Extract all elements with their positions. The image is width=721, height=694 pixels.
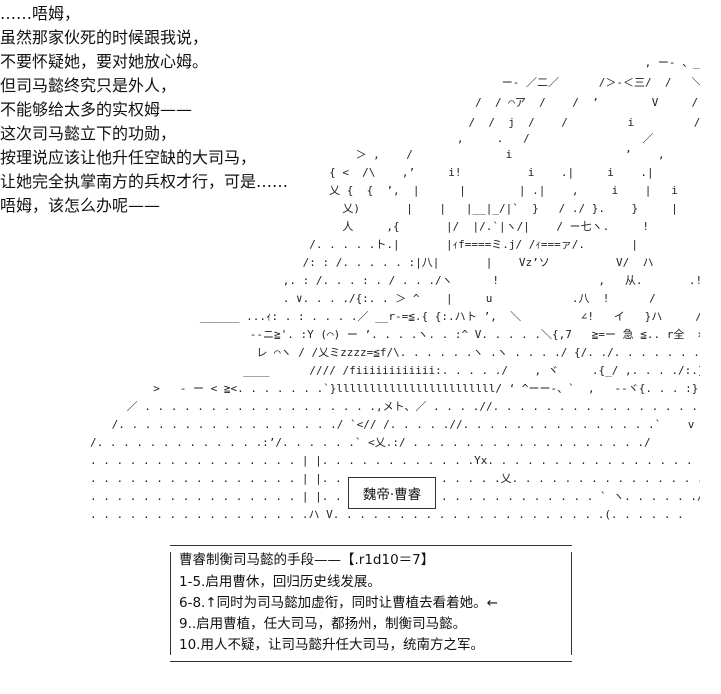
ascii-art-line: / ヘ , (370, 36, 700, 49)
dialogue-line: 不能够给太多的实权姆—— (0, 100, 193, 119)
ascii-art-line: / / j / / i / \ (250, 116, 700, 129)
dialogue-line: 不要怀疑她，要对她放心姆。 (0, 52, 209, 71)
ascii-art-line: ー- ／二／ /＞-＜三/ / ＼ (270, 76, 700, 89)
ascii-art-line: 乂) | | |__|_/|` } / ./ }. } | (190, 202, 678, 215)
ascii-art-line: /. . . . . . . . . . . . . . . . ./ `<//… (105, 418, 700, 431)
ascii-art-line: , ー- 、_ / ーー} } (340, 56, 700, 69)
ascii-art-line: . . . . . . . . . . . . . . . . | |. . .… (90, 454, 700, 467)
ascii-art-line: , . / ／ \ (245, 132, 700, 145)
menu-option-3: 9..启用曹植，任大司马，都扬州，制衡司马懿。 (179, 616, 467, 632)
ascii-art-illustration: / ヘ , , ー- 、_ / ーー} } ー- ／二／ /＞-＜三/ / ＼ … (90, 36, 700, 521)
dialogue-block: ……唔姆， 虽然那家伙死的时候跟我说， 不要怀疑她，要对她放心姆。 但司马懿终究… (0, 0, 721, 320)
speaker-caption: 魏帝·曹睿 (348, 477, 436, 509)
ascii-art-line: { < /\ ,’ i! i .| i .| (190, 166, 654, 179)
ascii-art-line: ______ ...ｨ: . : . . . .／ __r-=≦.{ {:.ハト… (160, 310, 700, 323)
dialogue-line: 按理说应该让他升任空缺的大司马， (0, 148, 257, 167)
choice-menu: 曹睿制衡司马懿的手段——【.r1d10＝7】 1-5.启用曹休，回归历史线发展。… (170, 545, 572, 662)
ascii-art-line: 人 ,{ |/ |/.`|ヽ/| / ー七ヽ. ! (190, 220, 656, 233)
ascii-art-line: /. . . . .ト.| |ｨf====ミ.j/ /ｨ===ァ/. | (190, 238, 638, 251)
menu-option-4: 10.用人不疑，让司马懿升任大司马，统南方之军。 (179, 637, 484, 653)
dialogue-line: 唔姆，该怎么办呢—— (0, 196, 161, 215)
dialogue-line: 虽然那家伙死的时候跟我说， (0, 28, 209, 47)
menu-left-border (170, 552, 171, 655)
ascii-art-line: ＞ , / i ’ , (190, 148, 665, 161)
dialogue-line: 让她完全执掌南方的兵权才行，可是…… (0, 172, 289, 191)
dialogue-line: ……唔姆， (0, 4, 81, 23)
menu-option-1: 1-5.启用曹休，回归历史线发展。 (179, 574, 381, 590)
ascii-art-line: ／ . . . . . . . . . . . . . . . . . .,メト… (120, 400, 700, 413)
ascii-art-line: / / ⌒ア / / ’ V / ＼ (250, 96, 700, 109)
speaker-caption-text: 魏帝·曹睿 (362, 487, 422, 503)
ascii-art-line: レ ⌒ヽ / /乂ミzzzz=≦f/\. . . . . .ヽ .ヽ . . .… (210, 346, 700, 359)
ascii-art-line: /: : /. . . . . :|八| | Vz’ソ V/ ハ ! (190, 256, 700, 269)
ascii-art-line: /. . . . . . . . . . . . .:’/. . . . . .… (90, 436, 700, 449)
menu-option-2: 6-8.↑同时为司马懿加虚衔，同时让曹植去看着她。← (179, 595, 498, 611)
ascii-art-line: ____ //// /fiiiiiiiiiiii:. . . . ./ , ヾ … (210, 364, 700, 377)
ascii-art-line: . ∨. . . ./{:. . ＞ ^ | u .八 ! / (190, 292, 656, 305)
ascii-art-line: ‐-ニ≧'. :Y (⌒) ー ’. . . .ヽ. . :^ V. . . .… (210, 327, 700, 341)
dialogue-line: 这次司马懿立下的功勋， (0, 124, 177, 143)
ascii-art-line: 乂 { { ’, | | | .| , i | i (190, 184, 678, 197)
ascii-art-line: ,. : /. . . : . / . . ./ヽ ! , 从. .! (190, 274, 700, 287)
ascii-art-line: . . . . . . . . . . . . . . . . .ハ V. . … (90, 508, 700, 521)
ascii-art-line: > - ー < ≧<. . . . . . .`}lllllllllllllll… (140, 382, 700, 395)
menu-right-border (571, 552, 572, 655)
dialogue-line: 但司马懿终究只是外人， (0, 76, 177, 95)
menu-title: 曹睿制衡司马懿的手段——【.r1d10＝7】 (179, 552, 435, 568)
